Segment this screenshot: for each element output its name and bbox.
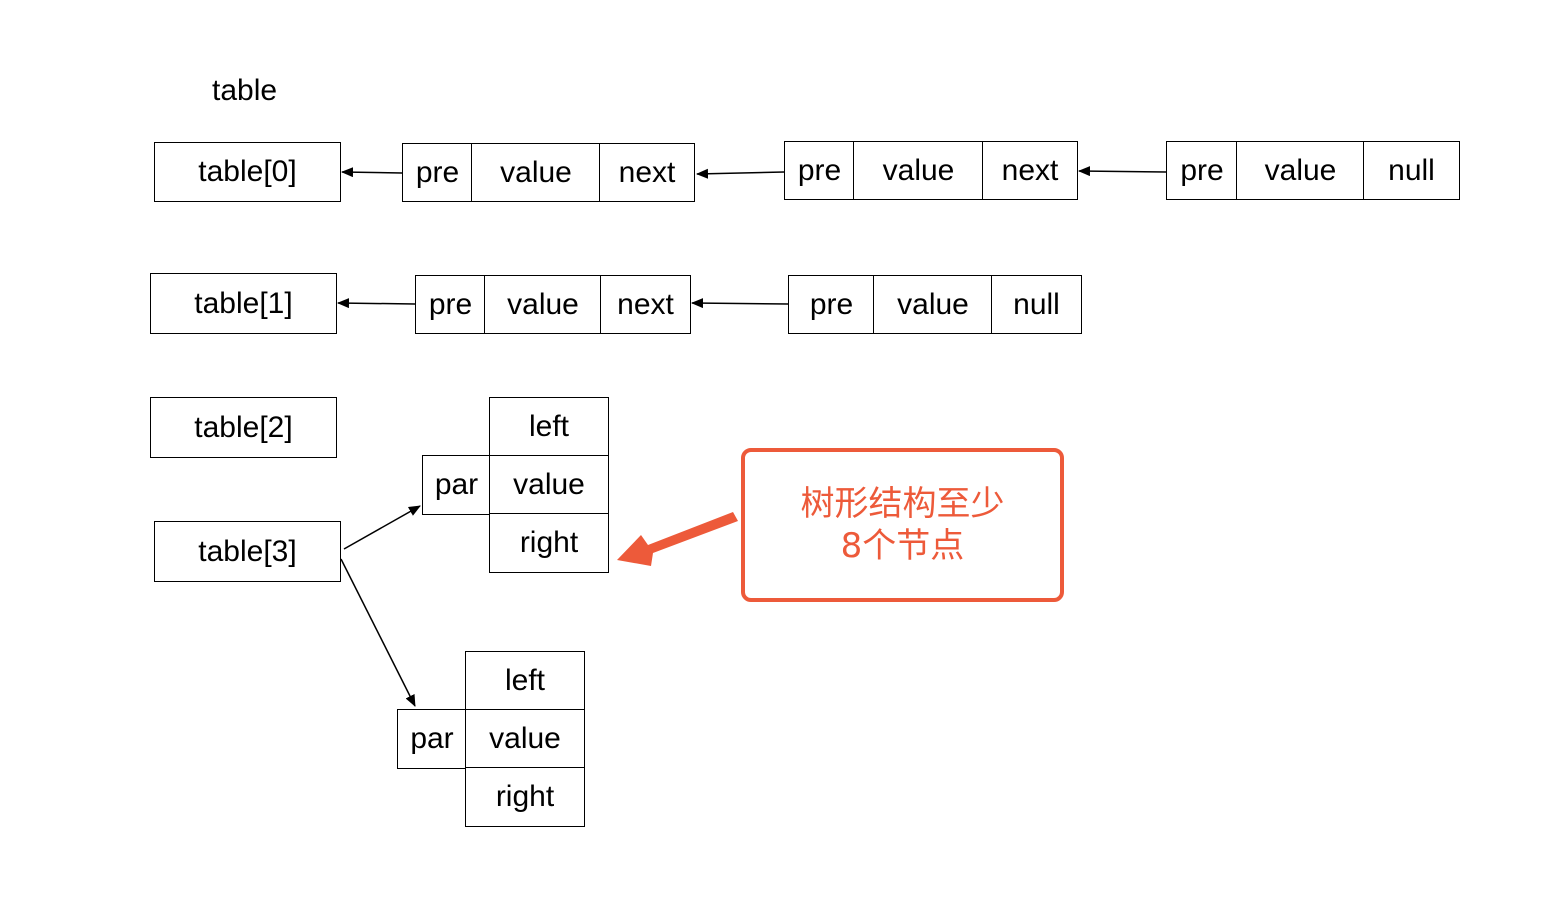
row1-node1-value: value	[484, 275, 602, 334]
annotation-callout: 树形结构至少 8个节点	[741, 448, 1064, 602]
arrow-row1-n1-to-table1	[337, 298, 416, 309]
row0-node1-next: next	[599, 143, 695, 202]
row1-node2-null: null	[991, 275, 1082, 334]
row0-node3-null: null	[1363, 141, 1460, 200]
tree-a-left: left	[489, 397, 609, 457]
row0-node3-value: value	[1236, 141, 1365, 200]
row1-node1-pre: pre	[415, 275, 486, 334]
arrow-row0-n2-to-n1	[696, 168, 785, 179]
row0-node1-pre: pre	[402, 143, 473, 202]
callout-line-2: 8个节点	[840, 526, 965, 566]
tree-b-value: value	[465, 709, 585, 769]
row0-node1-value: value	[471, 143, 601, 202]
bucket-table-3: table[3]	[154, 521, 341, 582]
arrow-row0-n3-to-n2	[1078, 166, 1167, 177]
tree-a-par: par	[422, 455, 491, 515]
bucket-table-2: table[2]	[150, 397, 337, 458]
bucket-table-1: table[1]	[150, 273, 337, 334]
row1-node2-value: value	[873, 275, 993, 334]
tree-a-right: right	[489, 513, 609, 573]
tree-b-par: par	[397, 709, 467, 769]
arrow-row0-n1-to-table0	[341, 167, 403, 178]
row0-node2-value: value	[853, 141, 984, 200]
arrow-row1-n2-to-n1	[691, 298, 789, 309]
tree-b-left: left	[465, 651, 585, 711]
row0-node3-pre: pre	[1166, 141, 1238, 200]
row0-node2-pre: pre	[784, 141, 855, 200]
row1-node1-next: next	[600, 275, 691, 334]
tree-b-right: right	[465, 767, 585, 827]
arrow-table3-to-tree-b	[340, 558, 416, 707]
row0-node2-next: next	[982, 141, 1078, 200]
row1-node2-pre: pre	[788, 275, 875, 334]
callout-line-1: 树形结构至少	[800, 483, 1005, 524]
callout-pointer-arrow	[617, 512, 738, 566]
table-title: table	[212, 74, 278, 107]
arrow-table3-to-tree-a	[343, 505, 421, 550]
tree-a-value: value	[489, 455, 609, 515]
bucket-table-0: table[0]	[154, 142, 341, 202]
